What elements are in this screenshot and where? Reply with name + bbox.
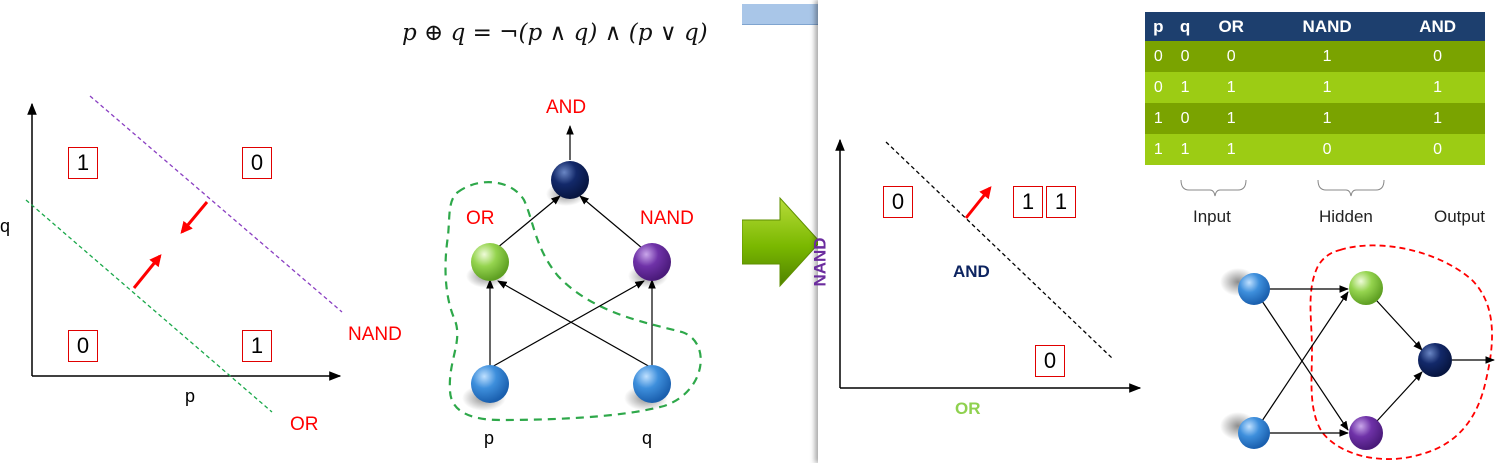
network2-input-node-top: [1238, 273, 1270, 305]
group-label-output: Output: [1434, 207, 1486, 226]
plot2-box-left: 0: [883, 186, 913, 218]
transition-arrow-icon: [742, 196, 821, 288]
col-header-nand: NAND: [1263, 12, 1391, 41]
truth-table-header: p q OR NAND AND: [1145, 12, 1485, 41]
network1-p-node: [471, 365, 509, 403]
table-cell: 1: [1198, 134, 1264, 165]
nand-boundary-line: [89, 95, 343, 313]
table-cell: 0: [1171, 103, 1199, 134]
plot2-box-pair-b: 1: [1046, 186, 1076, 218]
network2-and-node: [1418, 343, 1452, 377]
table-cell: 1: [1171, 134, 1199, 165]
plot2-ylabel: NAND: [810, 237, 830, 287]
table-cell: 1: [1145, 103, 1172, 134]
table-cell: 0: [1145, 72, 1172, 103]
network1-or-label: OR: [466, 208, 495, 229]
table-cell: 0: [1390, 134, 1485, 165]
network1-nand-node: [633, 243, 671, 281]
col-header-and: AND: [1390, 12, 1485, 41]
network1-output-label: AND: [546, 97, 587, 118]
table-row: 0 1 1 1 1: [1145, 72, 1485, 103]
red-arrow-down: [180, 201, 209, 234]
network2-or-node: [1349, 271, 1383, 305]
separator-bar: [742, 4, 820, 25]
plot1-box-top-left: 1: [68, 147, 98, 179]
plot1-box-bottom-left: 0: [68, 330, 98, 362]
table-group-brackets: [1180, 179, 1385, 197]
table-cell: 1: [1198, 72, 1264, 103]
plot1-nand-label: NAND: [348, 324, 402, 345]
red-arrow-plot2: [964, 186, 992, 219]
left-diagram-graphics: [25, 95, 702, 422]
plot1-axes: [27, 102, 342, 381]
right-diagram-graphics: [835, 138, 1495, 460]
group-label-input: Input: [1193, 207, 1231, 226]
network2-output-region: [1309, 244, 1493, 460]
table-cell: 0: [1390, 41, 1485, 72]
xor-formula: p ⊕ q = ¬(p ∧ q) ∧ (p ∨ q): [402, 20, 708, 46]
plot2-box-pair-a: 1: [1013, 186, 1043, 218]
network2-nand-node: [1349, 416, 1383, 450]
table-row: 1 1 1 0 0: [1145, 134, 1485, 165]
network1-q-label: q: [642, 428, 653, 448]
group-label-hidden: Hidden: [1319, 207, 1373, 226]
col-header-or: OR: [1198, 12, 1264, 41]
plot2-axes: [835, 138, 1142, 393]
table-cell: 1: [1145, 134, 1172, 165]
col-header-p: p: [1145, 12, 1172, 41]
plot2-line-label: AND: [953, 262, 990, 281]
table-row: 0 0 0 1 0: [1145, 41, 1485, 72]
network1-edges: [486, 125, 656, 369]
table-cell: 0: [1263, 134, 1391, 165]
truth-table: p q OR NAND AND 0 0 0 1 0 0 1 1 1 1 1 0 …: [1145, 12, 1485, 165]
and-boundary-line: [885, 141, 1113, 359]
plot1-or-label: OR: [290, 414, 319, 435]
table-cell: 0: [1171, 41, 1199, 72]
plot1-box-top-right: 0: [242, 147, 272, 179]
or-boundary-line: [25, 199, 273, 413]
table-row: 1 0 1 1 1: [1145, 103, 1485, 134]
table-cell: 1: [1263, 72, 1391, 103]
network1-or-node: [471, 243, 509, 281]
plot1-xlabel: p: [185, 386, 196, 406]
table-cell: 1: [1263, 41, 1391, 72]
network1-q-node: [633, 365, 671, 403]
table-cell: 1: [1263, 103, 1391, 134]
network2-edges: [1253, 285, 1495, 437]
table-cell: 0: [1145, 41, 1172, 72]
col-header-q: q: [1171, 12, 1199, 41]
network1-nand-label: NAND: [640, 208, 694, 229]
network1-output-node: [551, 161, 589, 199]
table-cell: 1: [1171, 72, 1199, 103]
network1-hidden-region: [444, 181, 702, 422]
plot2-xlabel: OR: [955, 399, 981, 418]
table-cell: 1: [1390, 103, 1485, 134]
table-cell: 1: [1198, 103, 1264, 134]
table-cell: 1: [1390, 72, 1485, 103]
plot1-ylabel: q: [0, 216, 11, 236]
red-arrow-up: [132, 254, 162, 289]
network1-p-label: p: [484, 428, 495, 448]
network2-input-node-bottom: [1238, 417, 1270, 449]
plot2-box-bottom: 0: [1035, 345, 1065, 377]
plot1-box-bottom-right: 1: [242, 330, 272, 362]
table-cell: 0: [1198, 41, 1264, 72]
